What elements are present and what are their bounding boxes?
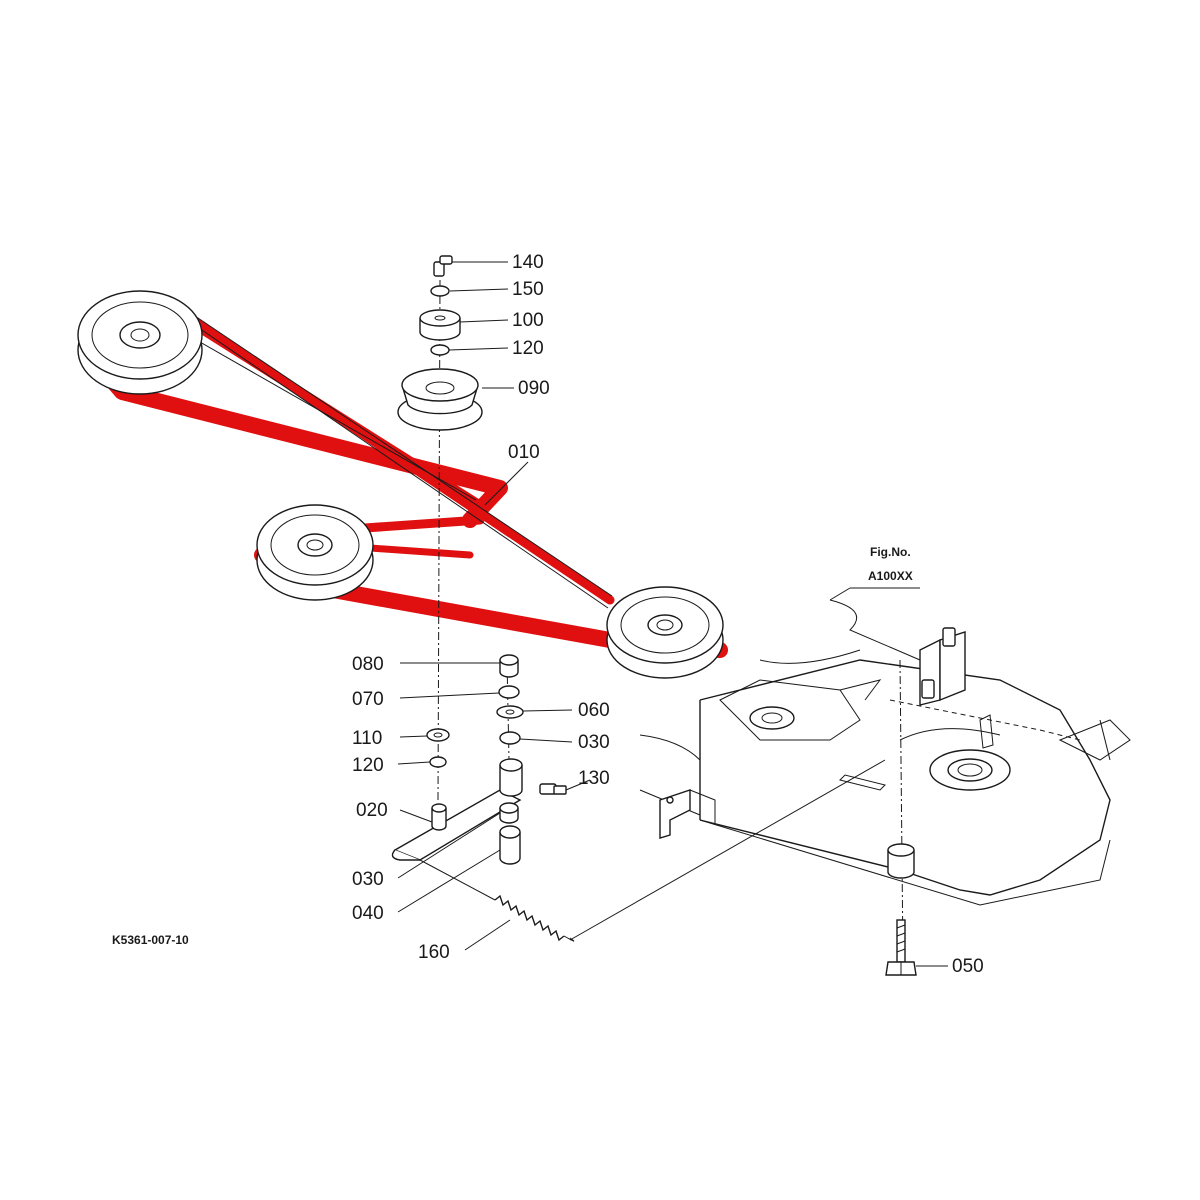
callout-120-top: 120: [512, 338, 544, 359]
tension-arm-020[interactable]: [391, 758, 523, 861]
bushing-030-top[interactable]: [499, 731, 521, 745]
collar-040[interactable]: [499, 825, 521, 865]
pulley-middle: [256, 504, 374, 601]
pulley-left: [77, 290, 203, 395]
center-axis: [437, 279, 441, 801]
fig-ref-number: A100XX: [868, 569, 913, 583]
callout-030-bottom: 030: [352, 869, 384, 890]
washer-060[interactable]: [496, 705, 524, 719]
callout-020: 020: [356, 800, 388, 821]
callout-030-top: 030: [578, 732, 610, 753]
washer-120-top[interactable]: [430, 344, 450, 356]
callout-130: 130: [578, 768, 610, 789]
callout-090: 090: [518, 378, 550, 399]
collar-100[interactable]: [419, 309, 461, 341]
callout-120-bottom: 120: [352, 755, 384, 776]
bolt-050[interactable]: [885, 843, 917, 976]
idler-pulley-090[interactable]: [397, 368, 483, 431]
figure-code: K5361-007-10: [112, 933, 189, 947]
nut-070[interactable]: [498, 685, 520, 699]
callout-080: 080: [352, 654, 384, 675]
spring-160[interactable]: [419, 759, 886, 942]
bolt-130[interactable]: [539, 783, 567, 795]
washer-120-bottom[interactable]: [429, 756, 447, 768]
washer-150[interactable]: [430, 285, 450, 297]
mower-deck: [639, 649, 1131, 906]
callout-110: 110: [352, 728, 382, 749]
callout-150: 150: [512, 279, 544, 300]
callout-070: 070: [352, 689, 384, 710]
spacer-080[interactable]: [499, 654, 519, 678]
pulley-right: [606, 586, 724, 679]
front-bracket: [659, 789, 716, 839]
fig-ref-title: Fig.No.: [870, 545, 911, 559]
callout-050: 050: [952, 956, 984, 977]
grease-fitting-140[interactable]: [433, 255, 453, 277]
callout-040: 040: [352, 903, 384, 924]
callout-100: 100: [512, 310, 544, 331]
callout-060: 060: [578, 700, 610, 721]
deck-bracket: [829, 599, 966, 706]
callout-160: 160: [418, 942, 450, 963]
bolt-axis: [899, 659, 904, 961]
washer-110[interactable]: [426, 728, 450, 742]
callout-140: 140: [512, 252, 544, 273]
callout-010: 010: [508, 442, 540, 463]
bushing-030-bottom[interactable]: [499, 802, 519, 824]
leader-lines: [397, 261, 948, 967]
